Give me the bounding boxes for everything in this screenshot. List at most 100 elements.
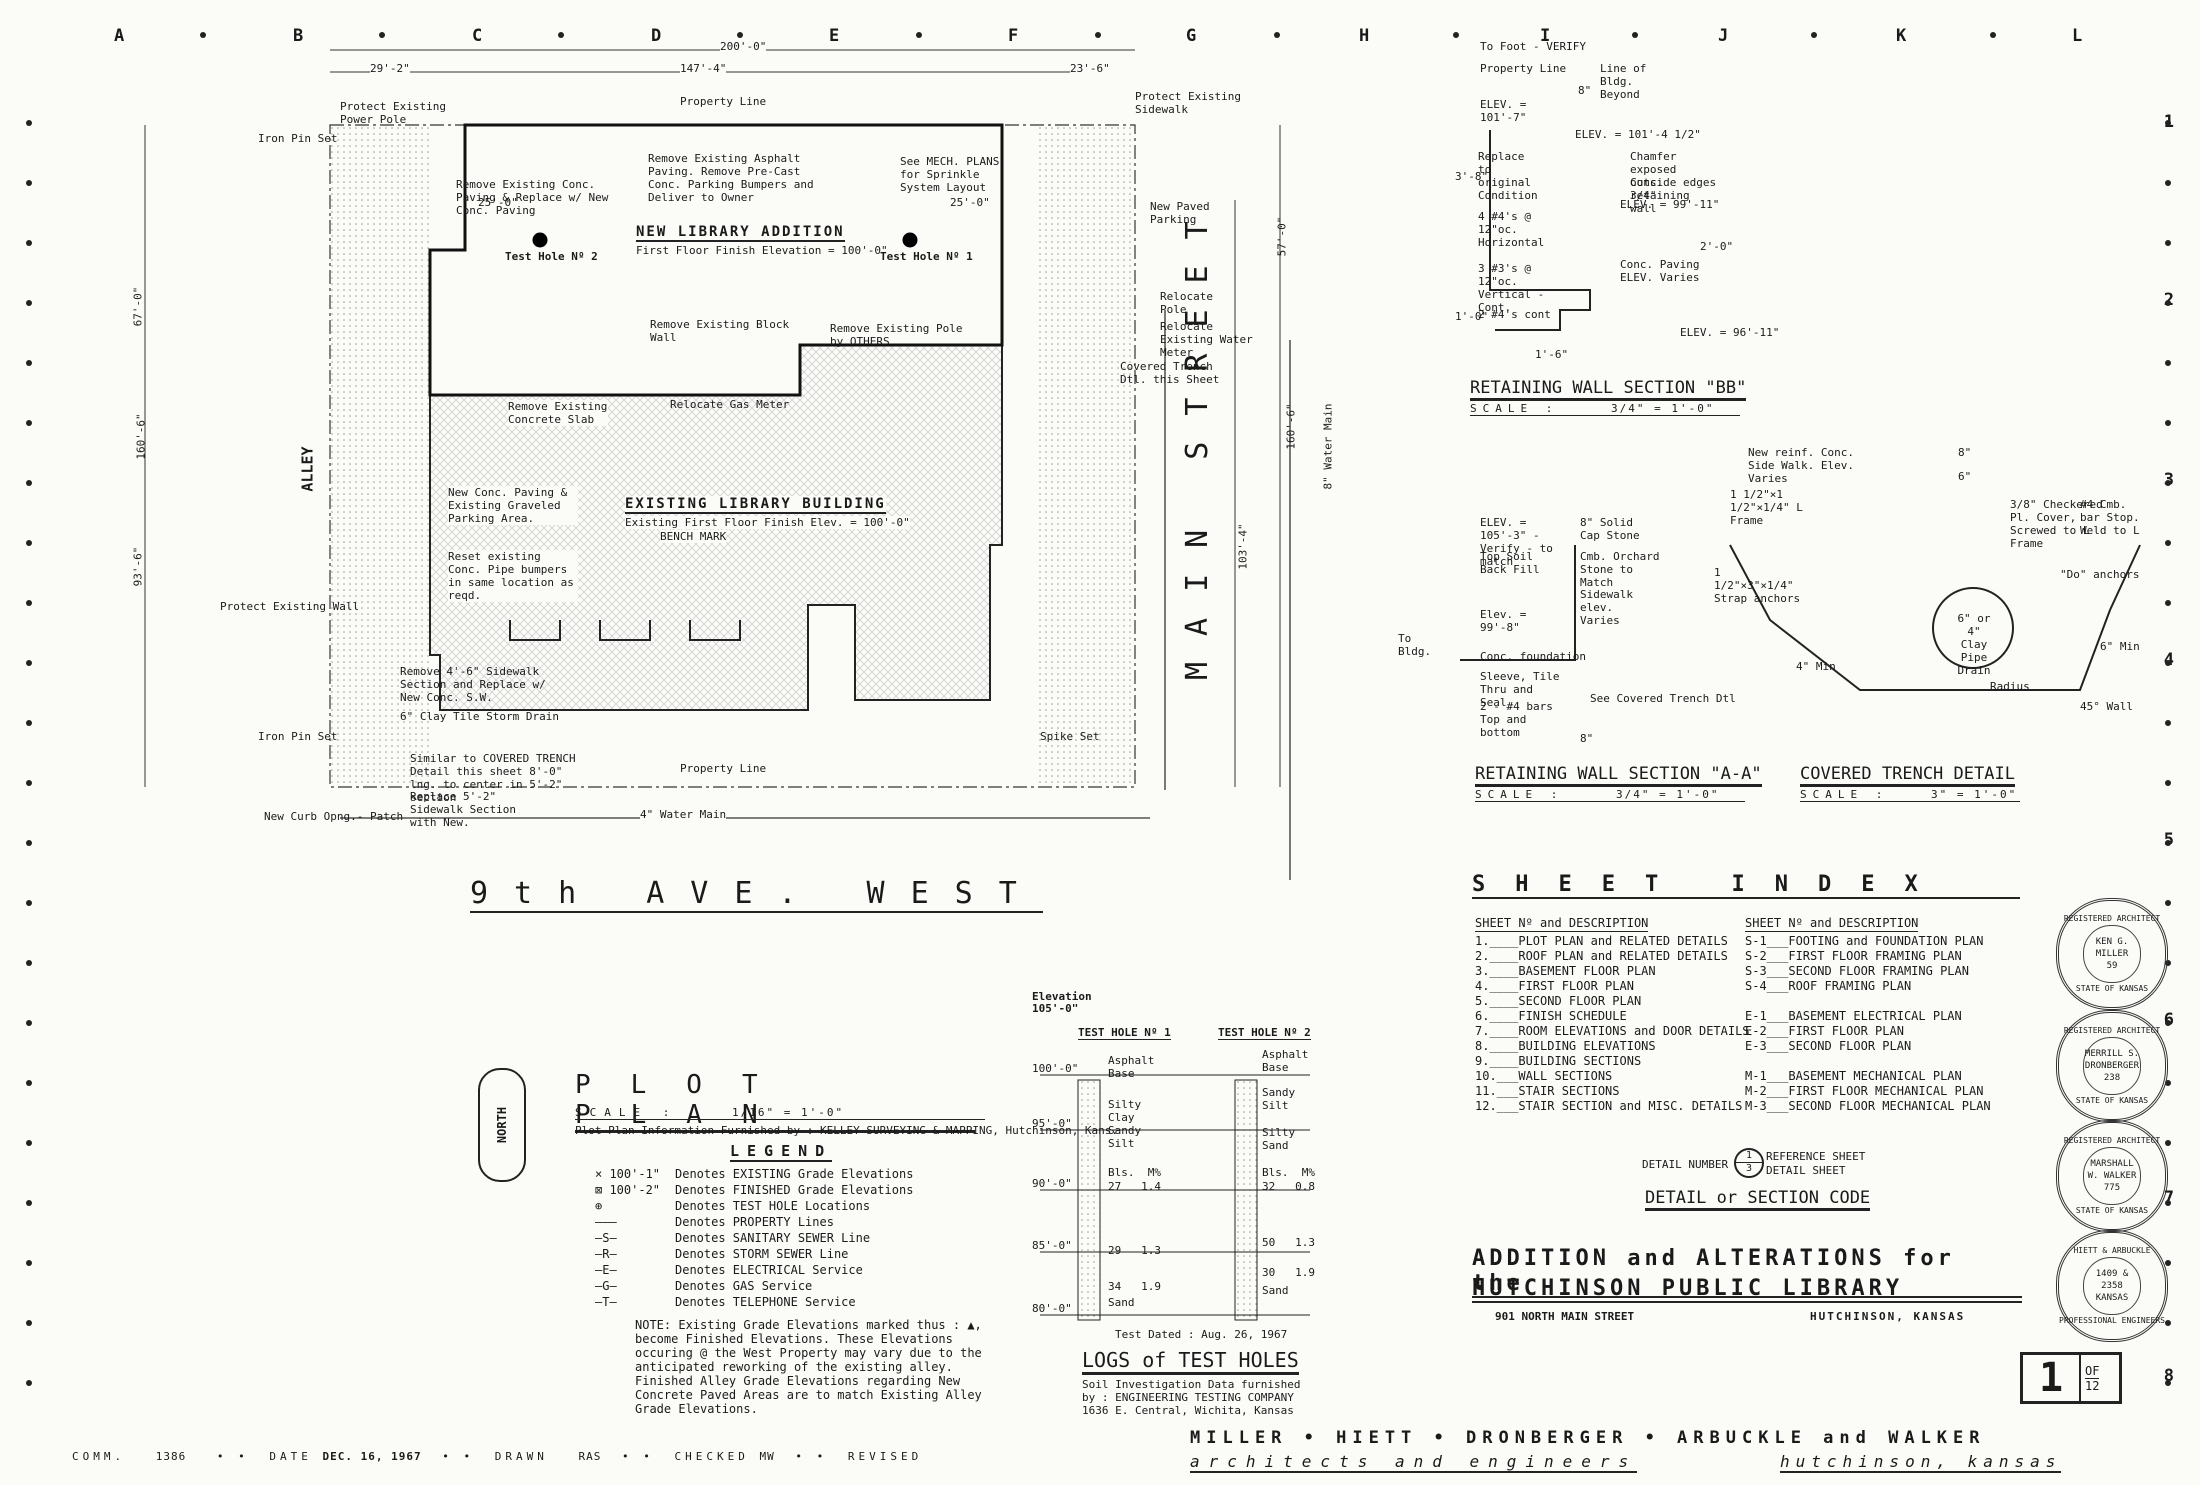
firm-sub-left: architects and engineers [1190,1452,1638,1473]
border-dot [1274,32,1280,38]
sheet-index-row: 11.___STAIR SECTIONS [1475,1084,1620,1098]
seal-state: STATE OF KANSAS [2075,1206,2149,1215]
elev-tick-label: 85'-0" [1032,1239,1072,1252]
sheet-index-row: 12.___STAIR SECTION and MISC. DETAILS [1475,1099,1743,1113]
firm-name: MILLER • HIETT • DRONBERGER • ARBUCKLE a… [1190,1428,1986,1448]
grid-letter: H [1359,26,1370,46]
border-dot [737,32,743,38]
existing-building-title: EXISTING LIBRARY BUILDING [625,496,886,514]
border-dot [2165,1380,2171,1386]
legend-symbol: —R— [595,1247,617,1261]
grid-number: 7 [2163,1188,2174,1208]
border-dot [26,120,32,126]
elevation-label: Elevation [1032,990,1092,1003]
border-dot [26,1320,32,1326]
aa-scale-label: SCALE [1475,788,1539,801]
border-dot [26,1140,32,1146]
drawn-value: RAS [578,1450,602,1463]
trench-scale: SCALE : 3" = 1'-0" [1800,788,2020,802]
dim-height: 160'-6" [134,413,148,460]
border-dot [26,960,32,966]
dim-left: 29'-2" [370,62,410,75]
border-dot [2165,360,2171,366]
border-dot [26,900,32,906]
firm-sub-right: hutchinson, kansas [1780,1452,2062,1473]
note-block-wall: Remove Existing Block Wall [650,318,790,344]
hole-1-data: 34 1.9 [1108,1280,1161,1293]
seal-name: MERRILL S. DRONBERGER [2084,1049,2140,1071]
aa-title: RETAINING WALL SECTION "A-A" [1475,764,1762,787]
legend-text: Denotes GAS Service [675,1279,813,1293]
property-line-label: Property Line [680,95,767,108]
project-line-1: ADDITION and ALTERATIONS for the [1472,1246,2022,1298]
test-hole-1-column [1077,1079,1101,1321]
border-dot [2165,780,2171,786]
border-dot [2165,120,2171,126]
legend-text: Denotes FINISHED Grade Elevations [675,1183,914,1197]
note-power-pole: Protect Existing Power Pole [340,100,446,126]
hole-2-data: 30 1.9 [1262,1266,1315,1279]
note-storm-drain: 6" Clay Tile Storm Drain [400,710,559,723]
trench-dim: 8" [1958,446,1972,459]
plot-plan-furnished: Plot Plan Information Furnished by : KEL… [575,1124,1119,1137]
grid-number: 8 [2163,1366,2174,1386]
sheet-index-row: 8.____BUILDING ELEVATIONS [1475,1039,1656,1053]
sheet-index-row: 5.____SECOND FLOOR PLAN [1475,994,1642,1008]
plot-plan-scale: SCALE : 1/16" = 1'-0" [575,1106,985,1120]
border-dot [2165,180,2171,186]
project-city: HUTCHINSON, KANSAS [1810,1310,1966,1323]
bb-note: To Foot - VERIFY [1480,40,1586,53]
legend-row: ⊕Denotes TEST HOLE Locations [595,1198,913,1214]
sheet-index-row: M-3___SECOND FLOOR MECHANICAL PLAN [1745,1099,1991,1113]
aa-note: 2 - #4 bars Top and bottom [1480,700,1553,739]
hole-1-data: 27 1.4 [1108,1180,1161,1193]
aa-note: Elev. = 99'-8" [1480,608,1527,634]
note-curb: New Curb Opng.- Patch [264,810,404,823]
trench-note: 6" Min [2100,640,2140,653]
elev-tick-label: 100'-0" [1032,1062,1079,1075]
border-dot [2165,1260,2171,1266]
border-dot [2165,900,2171,906]
aa-note: Sleeve, Tile Thru and Seal [1480,670,1560,709]
trench-dim: 6" [1958,470,1972,483]
border-dot [26,300,32,306]
border-dot [26,420,32,426]
bb-note: Conc. retaining wall [1630,176,1690,215]
bb-scale-value: 3/4" = 1'-0" [1611,402,1715,415]
note-bumpers: Reset existing Conc. Pipe bumpers in sam… [448,550,578,602]
sheet-number: 1 [2038,1355,2064,1401]
bb-note: ELEV. = 99'-11" [1620,198,1720,211]
iron-pin-label-2: Iron Pin Set [258,730,338,743]
note-pole: Remove Existing Pole by OTHERS [830,322,963,348]
elevation-top: 105'-0" [1032,1002,1079,1015]
sheet-index-row: E-3___SECOND FLOOR PLAN [1745,1039,1912,1053]
bb-note: Replace to original Condition [1478,150,1538,202]
seal-state: STATE OF KANSAS [2075,984,2149,993]
elev-tick-label: 95'-0" [1032,1117,1072,1130]
note-relocate-pole: Relocate Pole [1160,290,1213,316]
trench-note: Radius [1990,680,2030,693]
sheet-number-box: 1 OF 12 [2020,1352,2122,1404]
detail-code-title: DETAIL or SECTION CODE [1645,1188,1871,1211]
border-dot [916,32,922,38]
note-gravel: New Conc. Paving & Existing Graveled Par… [448,486,578,525]
note-new-paved: New Paved Parking [1150,200,1210,226]
elevation-ticks [1040,1074,1310,1316]
seal-number: 238 [2103,1073,2121,1083]
border-dot [1990,32,1996,38]
bb-scale: SCALE : 3/4" = 1'-0" [1470,402,1740,416]
legend-row: —T—Denotes TELEPHONE Service [595,1294,913,1310]
bb-dim: 2'-0" [1700,240,1734,253]
border-dot [558,32,564,38]
border-dot [2165,420,2171,426]
bb-dim: 8" [1578,84,1592,97]
street-main-street: MAIN STREET [1180,195,1215,680]
detail-code-top: 1 [1745,1150,1753,1161]
border-dot [2165,1200,2171,1206]
bb-dim: 1'-0" [1455,310,1489,323]
hole-1-blows-header: Bls. M% [1108,1166,1161,1179]
hole-1-layer: Silty Clay [1108,1098,1142,1124]
sheet-index-right: SHEET Nº and DESCRIPTION S-1___FOOTING a… [1745,912,1991,1114]
aa-scale: SCALE : 3/4" = 1'-0" [1475,788,1745,802]
